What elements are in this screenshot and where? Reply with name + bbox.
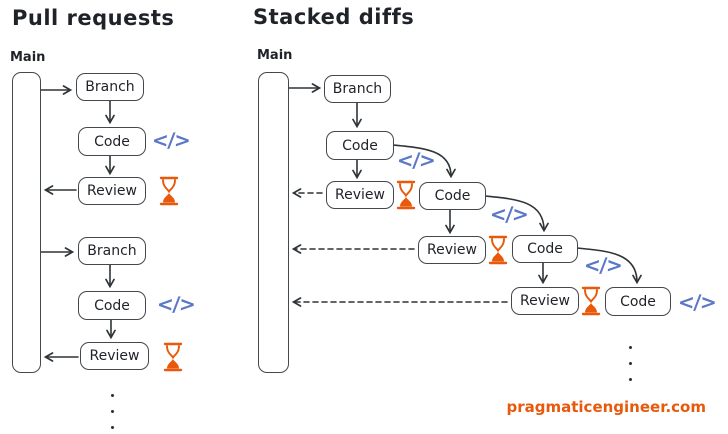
left-branch-2-label: Branch — [87, 243, 137, 259]
code-icon: </> — [396, 148, 436, 172]
right-review-1-label: Review — [335, 187, 385, 203]
right-code-4-label: Code — [620, 293, 656, 310]
right-code-1-node: Code — [326, 131, 394, 160]
right-review-3-node: Review — [511, 287, 579, 315]
left-main-lane-label: Main — [10, 50, 46, 65]
right-branch-label: Branch — [332, 81, 383, 97]
right-review-2-label: Review — [427, 242, 477, 258]
left-review-2-label: Review — [89, 348, 140, 364]
right-code-3-label: Code — [527, 241, 563, 257]
code-icon: </> — [677, 290, 717, 314]
left-code-2-label: Code — [94, 297, 130, 314]
left-panel-title: Pull requests — [12, 6, 175, 30]
right-main-lane-label: Main — [257, 48, 293, 63]
right-code-2-node: Code — [419, 182, 486, 210]
code-icon: </> — [583, 253, 623, 277]
left-ellipsis-dot — [111, 394, 114, 397]
site-credit: pragmaticengineer.com — [506, 398, 707, 416]
left-review-1-node: Review — [78, 177, 146, 205]
left-code-2-node: Code — [78, 291, 146, 320]
right-review-1-node: Review — [326, 181, 394, 209]
right-panel-title: Stacked diffs — [253, 5, 415, 29]
left-main-lane — [12, 72, 41, 373]
right-ellipsis-dot — [629, 346, 632, 349]
hourglass-icon — [159, 176, 179, 206]
right-branch-node: Branch — [324, 75, 391, 103]
left-code-1-node: Code — [78, 127, 146, 156]
right-main-lane — [258, 72, 289, 373]
left-branch-1-node: Branch — [76, 73, 144, 101]
left-code-1-label: Code — [94, 133, 130, 150]
left-branch-2-node: Branch — [78, 237, 146, 265]
left-review-2-node: Review — [80, 342, 149, 370]
right-code-1-label: Code — [342, 137, 378, 154]
right-ellipsis-dot — [629, 362, 632, 365]
left-branch-1-label: Branch — [85, 79, 135, 95]
right-code-3-node: Code — [512, 235, 578, 263]
left-ellipsis-dot — [111, 426, 114, 429]
code-icon: </> — [489, 202, 529, 226]
hourglass-icon — [488, 235, 508, 265]
hourglass-icon — [581, 286, 601, 316]
right-code-4-node: Code — [605, 287, 671, 316]
left-review-1-label: Review — [87, 183, 137, 199]
right-review-3-label: Review — [520, 293, 570, 309]
right-review-2-node: Review — [418, 236, 486, 264]
left-ellipsis-dot — [111, 410, 114, 413]
hourglass-icon — [396, 180, 416, 210]
hourglass-icon — [163, 342, 183, 372]
right-ellipsis-dot — [629, 378, 632, 381]
right-code-2-label: Code — [434, 188, 471, 204]
code-icon: </> — [151, 128, 191, 152]
code-icon: </> — [156, 292, 196, 316]
